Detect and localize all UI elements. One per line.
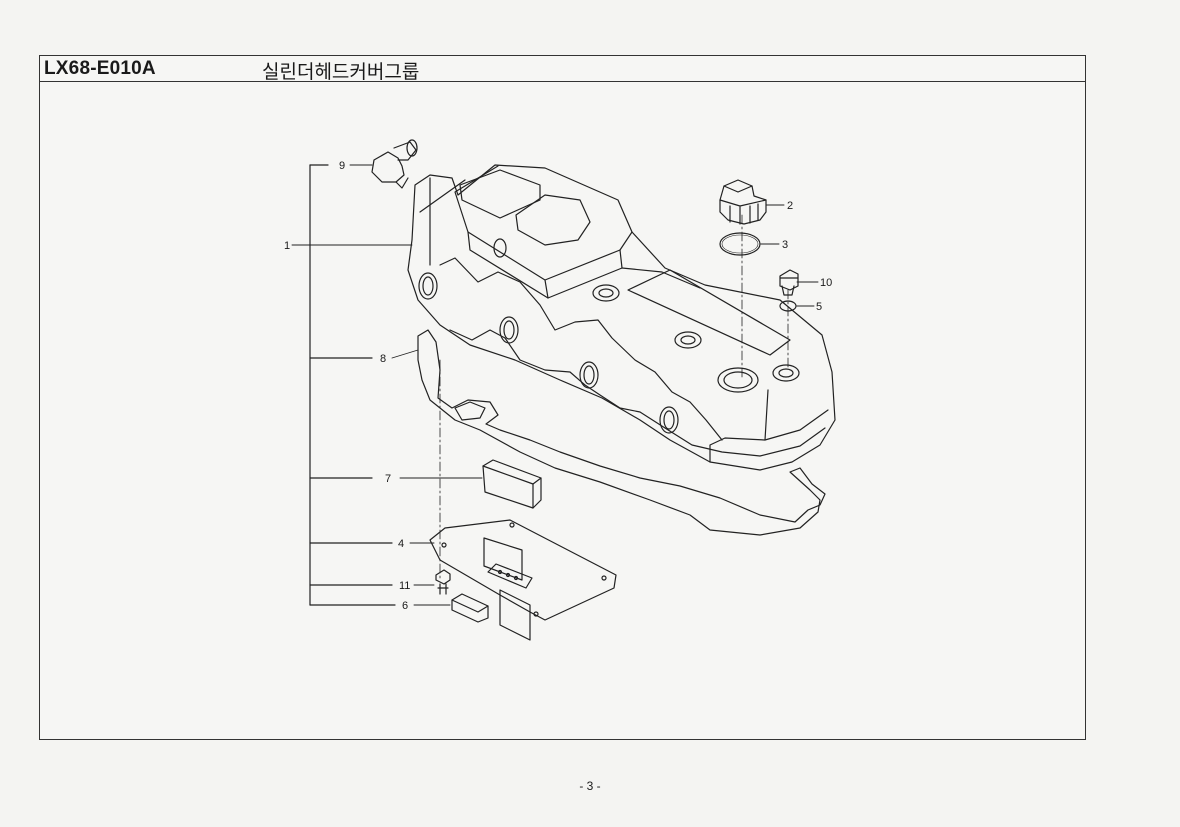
callout-5: 5 xyxy=(816,301,822,313)
breather-elbow xyxy=(371,139,418,189)
oil-filler-cap xyxy=(719,179,767,225)
bolt-washer xyxy=(779,300,797,312)
page-number: - 3 - xyxy=(579,779,601,793)
baffle-screw xyxy=(435,569,451,595)
callout-2: 2 xyxy=(787,200,793,212)
callout-1: 1 xyxy=(284,240,290,252)
group-title: 실린더헤드커버그룹 xyxy=(262,61,420,83)
callout-10: 10 xyxy=(820,277,832,289)
callout-bracket xyxy=(309,164,396,606)
filler-o-ring xyxy=(719,232,761,256)
insulator-block xyxy=(482,459,542,509)
callout-7: 7 xyxy=(385,473,391,485)
callout-numbers: 1 2 3 4 5 6 7 8 9 10 11 xyxy=(284,160,832,612)
baffle-plate xyxy=(429,519,617,641)
assembly-centerlines xyxy=(439,214,789,581)
plate-spacer-block xyxy=(451,593,489,623)
callout-11: 11 xyxy=(399,580,410,592)
group-code: LX68-E010A xyxy=(44,58,156,79)
cylinder-head-cover xyxy=(407,164,836,471)
cover-gasket xyxy=(417,329,826,536)
parts-sheet: LX68-E010A 실린더헤드커버그룹 xyxy=(39,55,1086,740)
callout-3: 3 xyxy=(782,239,788,251)
callout-4: 4 xyxy=(398,538,404,550)
leader-lines xyxy=(291,164,819,606)
callout-6: 6 xyxy=(402,600,408,612)
cover-bolt xyxy=(779,269,799,296)
callout-8: 8 xyxy=(380,353,386,365)
callout-9: 9 xyxy=(339,160,345,172)
sheet-header: LX68-E010A 실린더헤드커버그룹 xyxy=(40,56,1085,83)
